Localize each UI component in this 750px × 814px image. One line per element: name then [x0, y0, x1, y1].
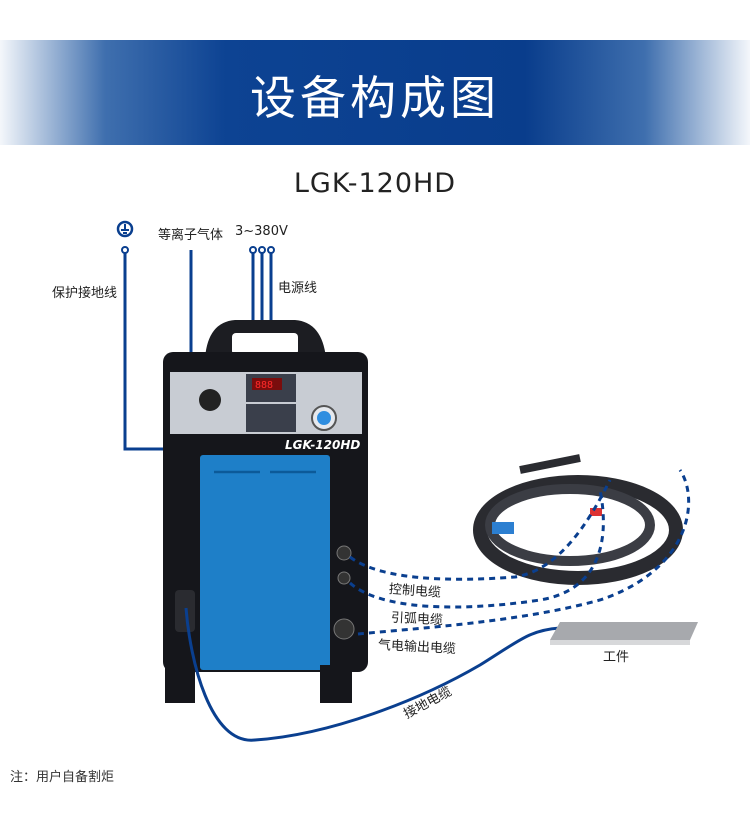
gas-power-output-cable	[357, 469, 691, 636]
model-title: LGK-120HD	[293, 168, 457, 199]
protective-ground-label: 保护接地线	[52, 286, 118, 301]
plasma-cutter-machine: 888 LGK-120HD	[163, 320, 368, 703]
plasma-gas-label: 等离子气体	[158, 228, 224, 243]
ground-icon	[116, 220, 134, 238]
page-title: 设备构成图	[250, 71, 500, 125]
header-banner: 设备构成图	[0, 40, 750, 145]
protective-ground-line	[121, 246, 166, 451]
power-cable-label: 电源线	[278, 281, 318, 296]
voltage-label: 3~380V	[235, 224, 288, 239]
dashed-cables	[348, 469, 691, 636]
control-cable-label: 控制电缆	[388, 582, 442, 601]
control-cable	[349, 479, 612, 581]
torch-cable-coil	[473, 454, 683, 585]
arc-cable	[348, 489, 605, 609]
workpiece-label: 工件	[603, 650, 630, 665]
ground-cable	[184, 607, 561, 742]
footer-note: 注：用户自备割炬	[10, 770, 115, 785]
display-readout: 888	[255, 380, 273, 391]
gas-power-output-cable-label: 气电输出电缆	[377, 637, 457, 658]
workpiece	[550, 622, 698, 645]
arc-cable-label: 引弧电缆	[390, 610, 444, 629]
machine-model-label: LGK-120HD	[285, 438, 360, 452]
